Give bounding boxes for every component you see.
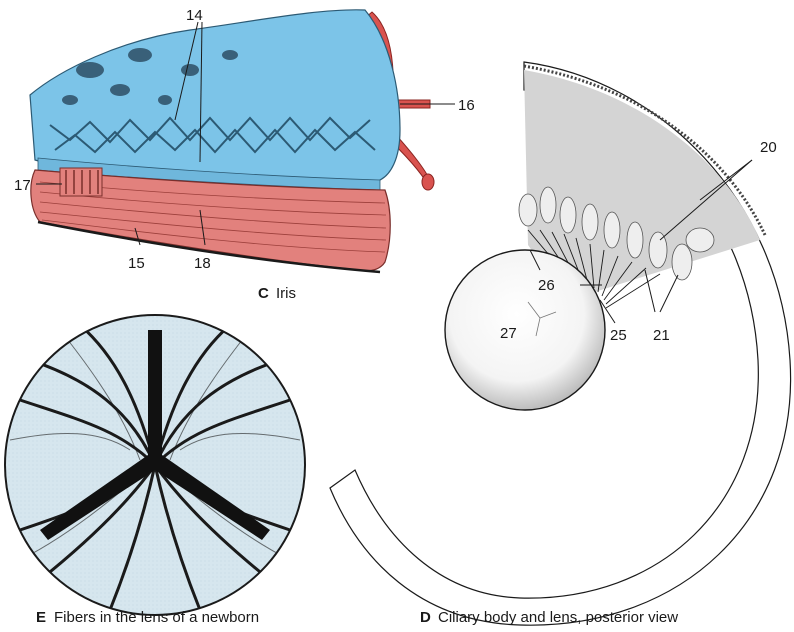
caption-e: E Fibers in the lens of a newborn — [36, 609, 259, 626]
label-17: 17 — [14, 177, 31, 194]
caption-d: D Ciliary body and lens, posterior view — [420, 609, 678, 626]
lens-fibers-illustration — [0, 310, 320, 630]
sphincter-17 — [60, 168, 102, 196]
label-15: 15 — [128, 255, 145, 272]
label-25: 25 — [610, 327, 627, 344]
label-18: 18 — [194, 255, 211, 272]
caption-d-letter: D — [420, 609, 431, 626]
label-21: 21 — [653, 327, 670, 344]
caption-c-title: Iris — [276, 285, 296, 302]
caption-d-title: Ciliary body and lens, posterior view — [438, 609, 678, 626]
caption-e-title: Fibers in the lens of a newborn — [54, 609, 259, 626]
iris-illustration — [30, 10, 434, 272]
label-14: 14 — [186, 7, 203, 24]
label-16: 16 — [458, 97, 475, 114]
caption-e-letter: E — [36, 609, 46, 626]
label-20: 20 — [760, 139, 777, 156]
caption-c-letter: C — [258, 285, 269, 302]
label-26: 26 — [538, 277, 555, 294]
label-27: 27 — [500, 325, 517, 342]
lens-27 — [445, 250, 605, 410]
caption-c: C Iris — [258, 285, 296, 302]
iris-stroma — [30, 10, 400, 186]
